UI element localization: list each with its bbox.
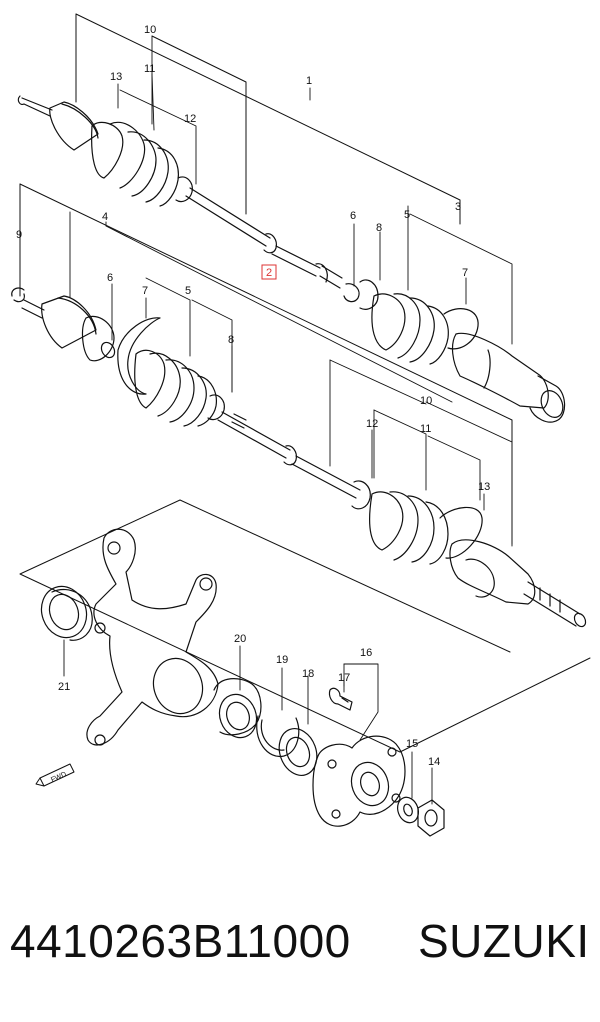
callout-20: 20 [234, 633, 246, 645]
callout-15: 15 [406, 738, 418, 750]
part-number: 4410263B11000 [10, 915, 351, 967]
callout-11-lower: 11 [420, 423, 431, 435]
exploded-parts-diagram: 10 11 13 1 12 3 4 6 8 5 9 2 7 6 7 5 8 10… [11, 13, 591, 837]
group-frames [19, 13, 591, 753]
callout-18: 18 [302, 668, 314, 680]
callout-17: 17 [338, 672, 350, 684]
callout-11-upper: 11 [144, 63, 155, 75]
fwd-label: FWD [50, 771, 67, 784]
callout-14: 14 [428, 756, 440, 768]
callout-4: 4 [102, 211, 108, 223]
callout-5-lower: 5 [185, 285, 191, 297]
callout-3: 3 [455, 201, 461, 213]
fwd-arrow [35, 763, 75, 787]
callout-numbers: 10 11 13 1 12 3 4 6 8 5 9 2 7 6 7 5 8 10… [16, 24, 490, 784]
callout-9: 9 [16, 229, 22, 241]
callout-8-upper: 8 [376, 222, 382, 234]
callout-10-upper: 10 [144, 24, 156, 36]
callout-8-lower: 8 [228, 334, 234, 346]
callout-10-lower: 10 [420, 395, 432, 407]
callout-1: 1 [306, 75, 312, 87]
lower-drive-shaft [11, 287, 587, 628]
callout-19: 19 [276, 654, 288, 666]
knuckle-hub-assembly [40, 528, 445, 837]
brand-name: SUZUKI [418, 915, 590, 967]
leader-lines [19, 35, 513, 805]
callout-6-upper: 6 [350, 210, 356, 222]
callout-16: 16 [360, 647, 372, 659]
callout-13-lower: 13 [478, 481, 490, 493]
callout-12-upper: 12 [184, 113, 196, 125]
callout-2: 2 [266, 267, 272, 279]
upper-drive-shaft [17, 95, 566, 423]
callout-21: 21 [58, 681, 70, 693]
callout-13-upper: 13 [110, 71, 122, 83]
callout-6-lower: 6 [107, 272, 113, 284]
callout-7-lower: 7 [142, 285, 148, 297]
callout-2-box [261, 264, 277, 280]
callout-12-lower: 12 [366, 418, 378, 430]
callout-5-upper: 5 [404, 209, 410, 221]
callout-7-upper: 7 [462, 267, 468, 279]
